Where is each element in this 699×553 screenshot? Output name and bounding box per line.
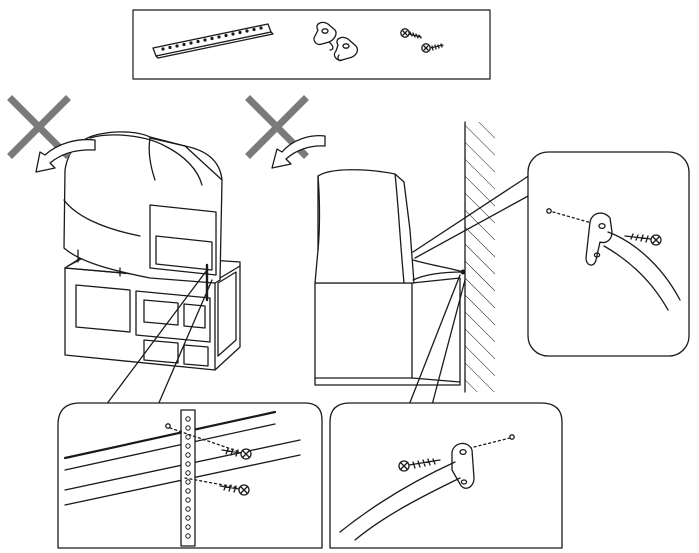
detail-wall-clamp-panel <box>528 152 689 356</box>
tv-on-rack-scene <box>12 100 240 370</box>
detail-cord-to-wall-panel <box>330 403 562 548</box>
detail-strap-to-rack-panel <box>58 403 322 548</box>
screw-icon <box>401 29 421 38</box>
screw-icon <box>422 44 443 52</box>
tv-set-side <box>315 170 414 283</box>
cord-clamp-icon <box>314 22 336 50</box>
wall <box>465 122 495 392</box>
cord-clamp-icon <box>334 37 357 60</box>
fixing-strap-icon <box>153 24 273 58</box>
restraint-cord <box>413 260 463 280</box>
supplied-parts-panel <box>133 10 490 79</box>
tv-set <box>64 132 222 283</box>
tv-against-wall-scene <box>250 100 495 392</box>
